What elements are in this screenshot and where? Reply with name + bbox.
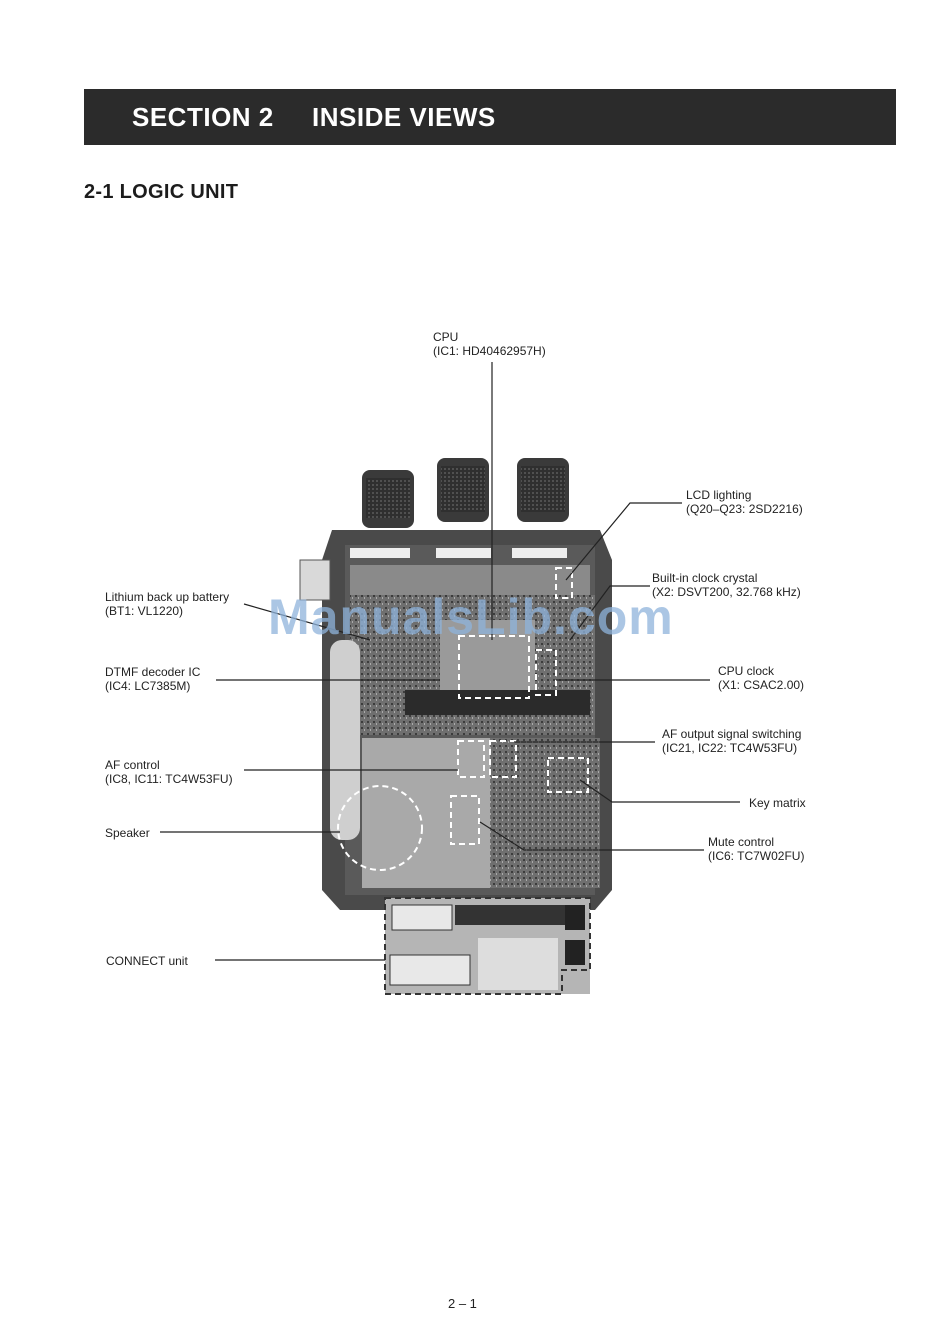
callout-cpu-clock: CPU clock (X1: CSAC2.00) (718, 664, 804, 692)
callout-af-output-switching-part: (IC21, IC22: TC4W53FU) (662, 741, 798, 755)
subsection-title: 2-1 LOGIC UNIT (84, 181, 239, 203)
callout-clock-crystal-part: (X2: DSVT200, 32.768 kHz) (652, 585, 801, 599)
callout-lithium-battery: Lithium back up battery (BT1: VL1220) (105, 590, 229, 618)
callout-af-control-name: AF control (105, 758, 160, 772)
callout-af-output-switching: AF output signal switching (IC21, IC22: … (662, 727, 801, 755)
callout-mute-control-part: (IC6: TC7W02FU) (708, 849, 805, 863)
callout-cpu-clock-name: CPU clock (718, 664, 775, 678)
callout-dtmf-decoder-part: (IC4: LC7385M) (105, 679, 191, 693)
callout-cpu: CPU (IC1: HD40462957H) (433, 330, 546, 358)
callout-lcd-lighting-name: LCD lighting (686, 488, 752, 502)
callout-key-matrix-name: Key matrix (749, 796, 806, 810)
callout-af-control-part: (IC8, IC11: TC4W53FU) (105, 772, 233, 786)
callout-lithium-battery-name: Lithium back up battery (105, 590, 230, 604)
callout-speaker-name: Speaker (105, 826, 150, 840)
callout-clock-crystal-name: Built-in clock crystal (652, 571, 758, 585)
callout-connect-unit: CONNECT unit (106, 954, 188, 968)
callout-dtmf-decoder: DTMF decoder IC (IC4: LC7385M) (105, 665, 200, 693)
callout-leader-lines (160, 362, 740, 961)
callout-cpu-part: (IC1: HD40462957H) (433, 344, 546, 358)
manualslib-watermark: ManualsLib.com (268, 589, 674, 645)
section-header-bar: SECTION 2 INSIDE VIEWS (84, 89, 896, 145)
callout-speaker: Speaker (105, 826, 150, 840)
callout-af-output-switching-name: AF output signal switching (662, 727, 802, 741)
section-title: INSIDE VIEWS (312, 101, 496, 132)
callout-connect-unit-name: CONNECT unit (106, 954, 188, 968)
callout-key-matrix: Key matrix (749, 796, 806, 810)
callout-mute-control-name: Mute control (708, 835, 775, 849)
callout-af-control: AF control (IC8, IC11: TC4W53FU) (105, 758, 233, 786)
callout-clock-crystal: Built-in clock crystal (X2: DSVT200, 32.… (652, 571, 801, 599)
callout-lithium-battery-part: (BT1: VL1220) (105, 604, 184, 618)
callout-highlight-boxes (337, 567, 591, 995)
callout-dtmf-decoder-name: DTMF decoder IC (105, 665, 201, 679)
control-knobs (362, 458, 569, 528)
logic-pcb (330, 595, 600, 888)
callout-lcd-lighting-part: (Q20–Q23: 2SD2216) (686, 502, 803, 516)
callout-lcd-lighting: LCD lighting (Q20–Q23: 2SD2216) (686, 488, 803, 516)
callout-cpu-clock-part: (X1: CSAC2.00) (718, 678, 805, 692)
callout-mute-control: Mute control (IC6: TC7W02FU) (708, 835, 804, 863)
callout-cpu-name: CPU (433, 330, 459, 344)
page-number: 2 – 1 (448, 1296, 477, 1311)
connect-unit-board (385, 898, 590, 994)
section-number: SECTION 2 (132, 101, 274, 132)
